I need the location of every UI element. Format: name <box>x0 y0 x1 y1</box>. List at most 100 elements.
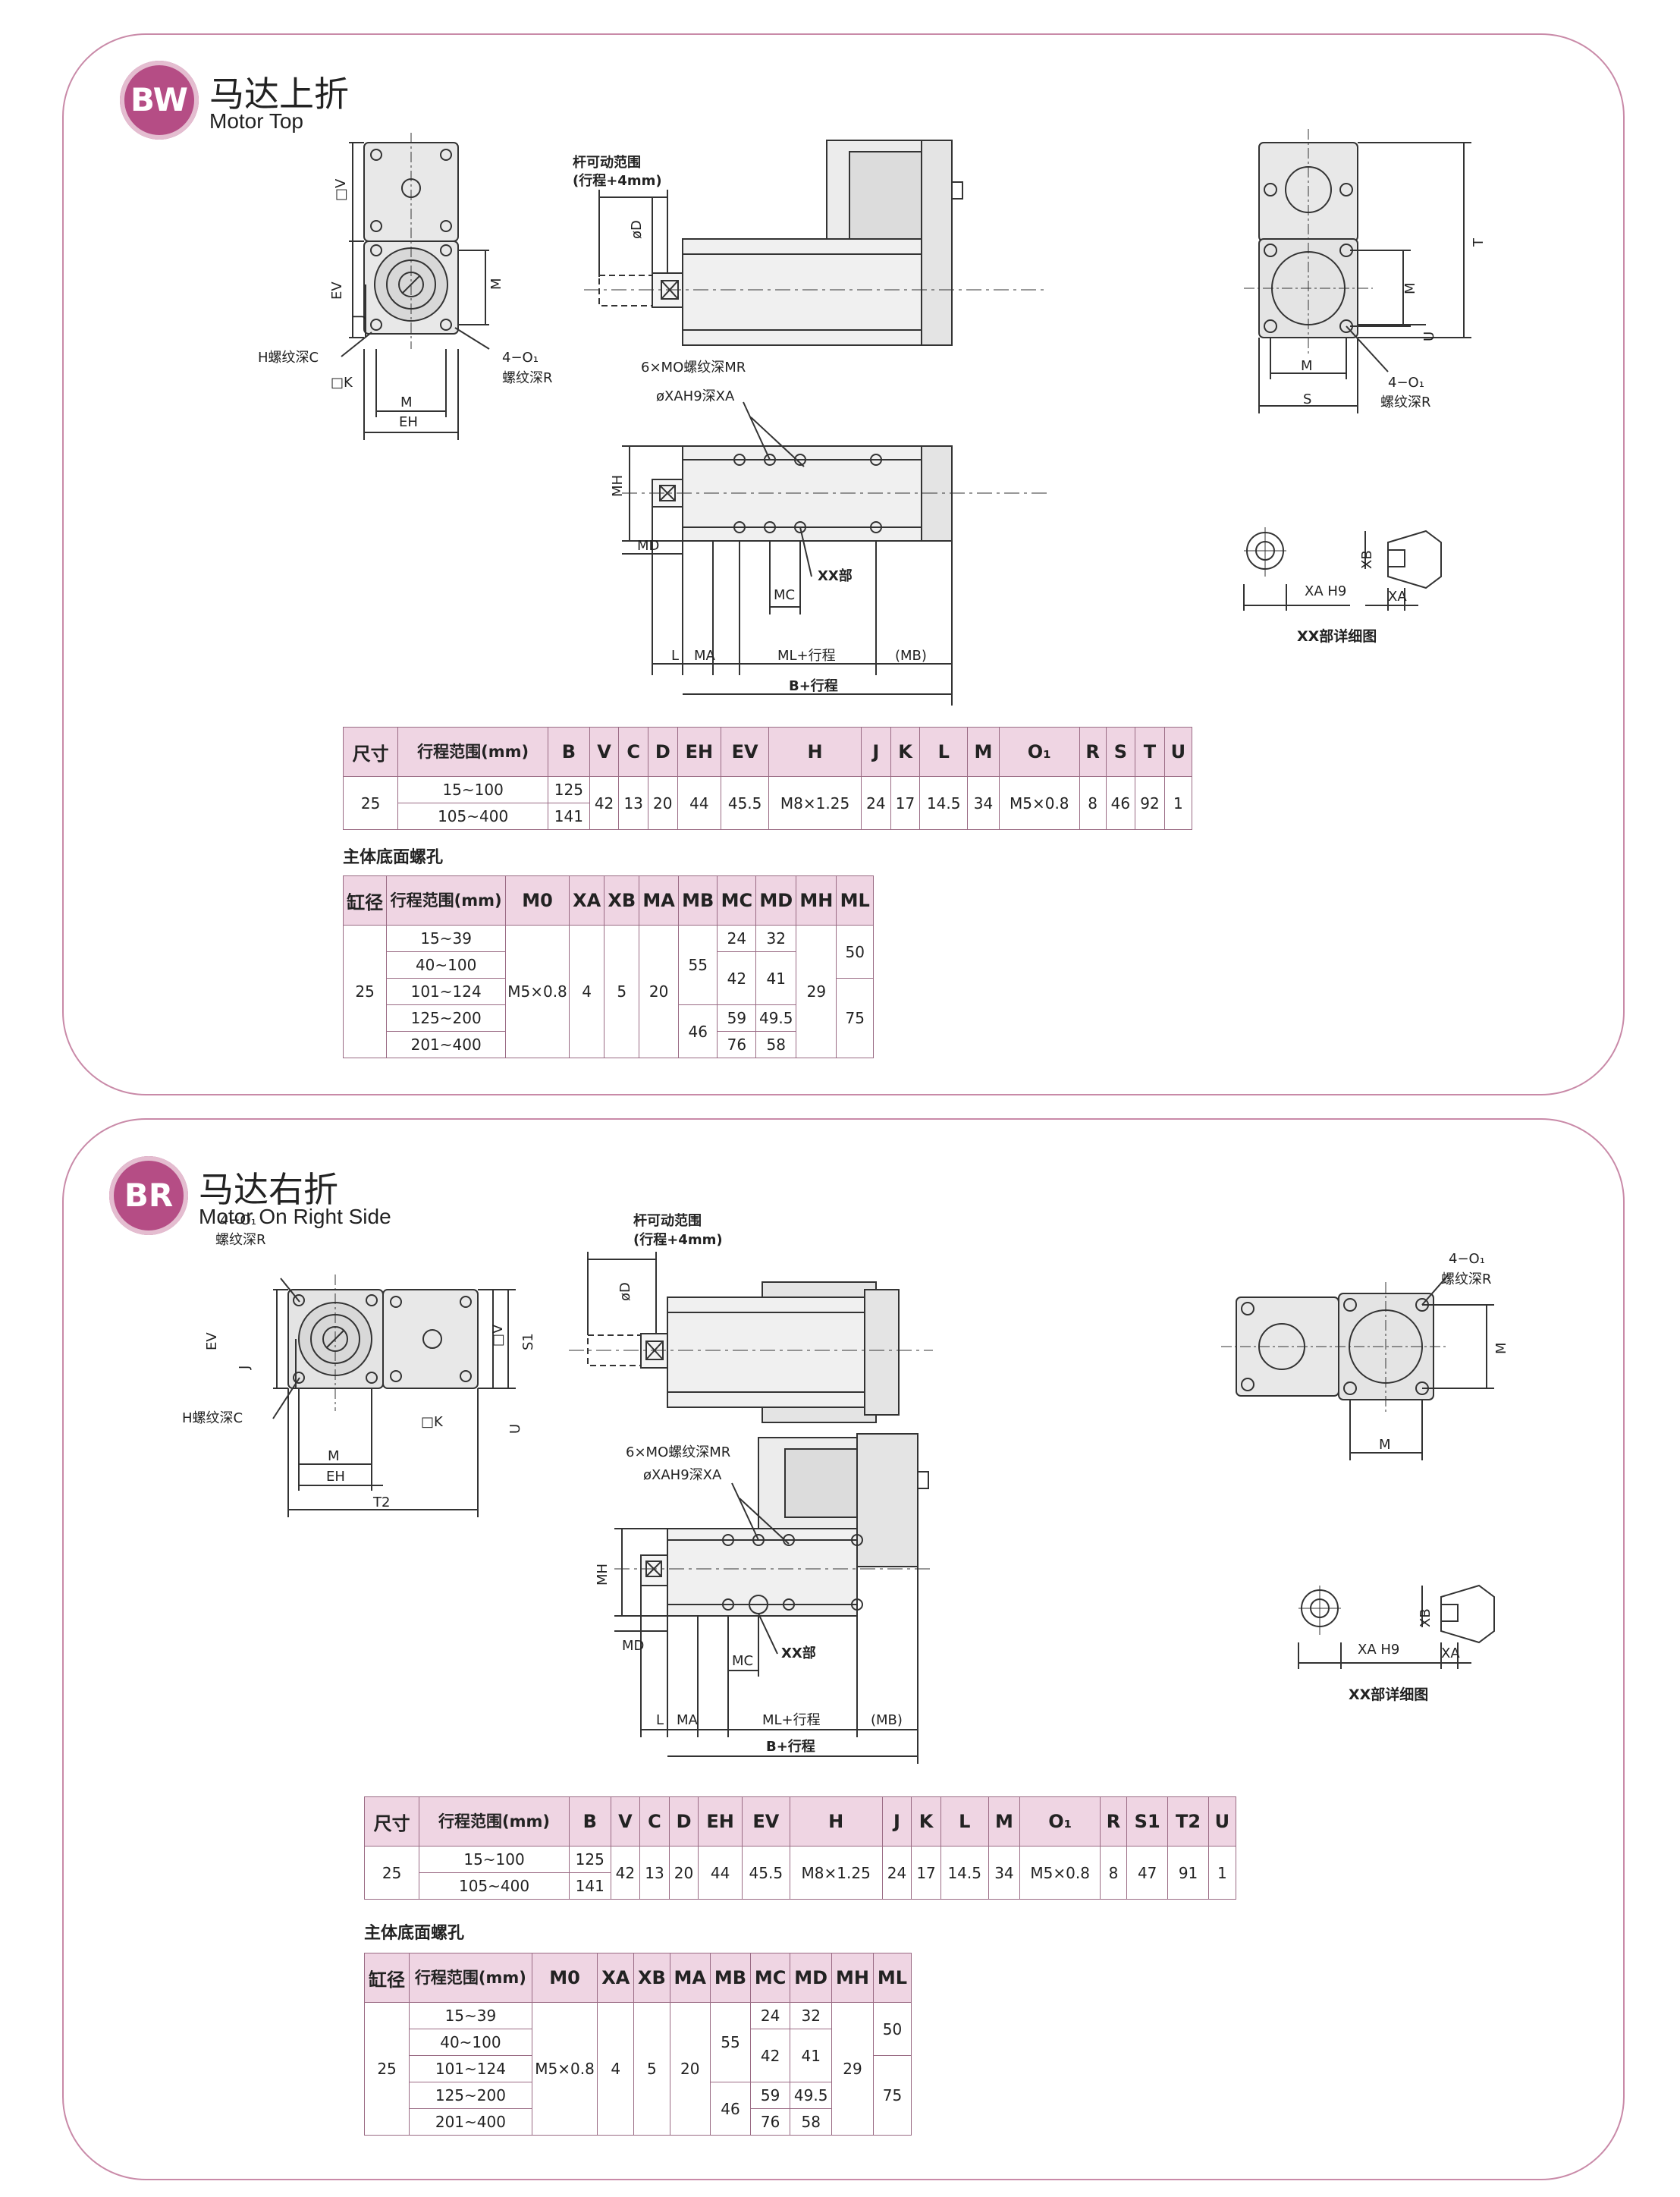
table-header: MH <box>831 1953 874 2003</box>
table-header: R <box>1100 1796 1127 1847</box>
table-cell: 101~124 <box>409 2055 532 2082</box>
label-stroke-plus: (行程+4mm) <box>633 1231 723 1248</box>
table-cell: 201~400 <box>409 2108 532 2136</box>
table-header: H <box>789 1796 883 1847</box>
subtitle-bottom-holes: 主体底面螺孔 <box>343 848 444 867</box>
label-ma: MA <box>677 1712 699 1728</box>
label-stroke-range: 杆可动范围 <box>573 154 641 171</box>
table-cell: 44 <box>677 776 722 830</box>
table-row: 125~200 46 59 49.5 <box>365 2082 912 2136</box>
table-cell: 20 <box>668 1846 699 1900</box>
label-m3: M <box>1402 282 1418 294</box>
section-subtitle: Motor On Right Side <box>199 1205 391 1228</box>
label-m4: M <box>1301 358 1313 374</box>
table-cell: 8 <box>1079 776 1107 830</box>
section-subtitle: Motor Top <box>209 109 303 133</box>
table-header: EH <box>677 727 722 777</box>
table-cell: M5×0.8 <box>505 925 570 1058</box>
spec-table-bottom-holes: 缸径 行程范围(mm) M0 XA XB MA MB MC MD MH ML 2… <box>342 875 874 1058</box>
table-cell: 41 <box>755 951 797 1005</box>
label-j: J <box>350 315 366 319</box>
table-cell: 75 <box>836 978 874 1058</box>
label-stroke-range: 杆可动范围 <box>633 1212 702 1229</box>
table-cell: 1 <box>1163 776 1193 830</box>
label-mo: 6×MO螺纹深MR <box>626 1444 730 1460</box>
table-cell: M5×0.8 <box>1019 1846 1101 1900</box>
table-cell: 47 <box>1126 1846 1169 1900</box>
label-s1: S1 <box>520 1333 536 1350</box>
table-row: 40~100 42 41 <box>365 2029 912 2082</box>
label-md: MD <box>622 1638 644 1654</box>
end-view <box>341 133 490 440</box>
table-header: MD <box>755 875 797 926</box>
table-cell: 34 <box>988 1846 1021 1900</box>
table-header: L <box>919 727 969 777</box>
table-cell: 125~200 <box>386 1004 507 1032</box>
label-mh: MH <box>595 1564 611 1586</box>
table-cell: 15~100 <box>397 776 548 803</box>
label-xa: øXAH9深XA <box>643 1467 722 1483</box>
table-cell: M5×0.8 <box>531 2002 598 2136</box>
table-header-row: 缸径 行程范围(mm) M0 XA XB MA MB MC MD MH ML <box>363 1953 912 2003</box>
table-header: O₁ <box>998 727 1080 777</box>
table-cell: 46 <box>709 2082 751 2136</box>
label-xa: øXAH9深XA <box>656 388 735 404</box>
table-header: 行程范围(mm) <box>409 1953 532 2003</box>
table-header: ML <box>836 875 874 926</box>
table-header: R <box>1079 727 1107 777</box>
table-header: EH <box>698 1796 743 1847</box>
table-cell: 125 <box>548 776 590 803</box>
spec-table-bottom-holes: 缸径 行程范围(mm) M0 XA XB MA MB MC MD MH ML 2… <box>363 1953 912 2136</box>
table-cell: 201~400 <box>386 1031 507 1058</box>
table-header: H <box>768 727 862 777</box>
table-header: MD <box>790 1953 833 2003</box>
table-row: 201~400 76 58 <box>365 2108 912 2136</box>
label-u: U <box>507 1424 523 1434</box>
label-detail: XX部详细图 <box>1297 627 1377 645</box>
label-xah9: XA H9 <box>1305 583 1346 599</box>
table-header: K <box>890 727 921 777</box>
label-xx: XX部 <box>781 1645 816 1661</box>
table-cell: 55 <box>678 925 718 1005</box>
table-header: MH <box>796 875 837 926</box>
table-cell: 24 <box>749 2002 791 2029</box>
table-header: O₁ <box>1019 1796 1101 1847</box>
table-cell: 1 <box>1207 1846 1237 1900</box>
table-header: S <box>1105 727 1136 777</box>
side-view <box>569 1252 933 1423</box>
table-header: L <box>940 1796 989 1847</box>
table-header: 行程范围(mm) <box>419 1796 570 1847</box>
table-cell: 17 <box>890 776 921 830</box>
bottom-view <box>622 401 1047 706</box>
table-header: M <box>967 727 1000 777</box>
table-cell: 125~200 <box>409 2082 532 2109</box>
table-header: V <box>589 727 620 777</box>
table-cell: 32 <box>755 925 797 952</box>
table-cell: 75 <box>872 2055 912 2136</box>
section-badge: BR <box>109 1156 188 1235</box>
end-view <box>272 1275 516 1517</box>
table-cell: 29 <box>831 2002 874 2136</box>
table-header: T2 <box>1167 1796 1209 1847</box>
label-o1-r: 4−O₁ <box>1449 1251 1485 1267</box>
table-cell: 45.5 <box>721 776 770 830</box>
table-cell: 14.5 <box>940 1846 989 1900</box>
table-cell: M8×1.25 <box>768 776 862 830</box>
table-row: 101~124 75 <box>365 2055 912 2136</box>
table-header: XA <box>597 1953 635 2003</box>
table-row: 201~400 76 58 <box>344 1031 874 1058</box>
table-cell: 45.5 <box>741 1846 790 1900</box>
table-header: MC <box>749 1953 791 2003</box>
table-header: B <box>568 1796 611 1847</box>
label-ev: EV <box>204 1332 220 1350</box>
label-thread-r: 螺纹深R <box>502 370 553 386</box>
spec-table-main: 尺寸 行程范围(mm) B V C D EH EV H J K L M O₁ R… <box>342 727 1193 830</box>
label-detail: XX部详细图 <box>1349 1686 1428 1703</box>
label-t: T <box>1471 237 1487 247</box>
label-xa2: XA <box>1388 589 1407 605</box>
label-k: □K <box>331 375 353 391</box>
table-cell: 92 <box>1135 776 1165 830</box>
table-cell: M8×1.25 <box>789 1846 883 1900</box>
table-cell: 42 <box>749 2029 791 2082</box>
table-cell: 42 <box>717 951 757 1005</box>
